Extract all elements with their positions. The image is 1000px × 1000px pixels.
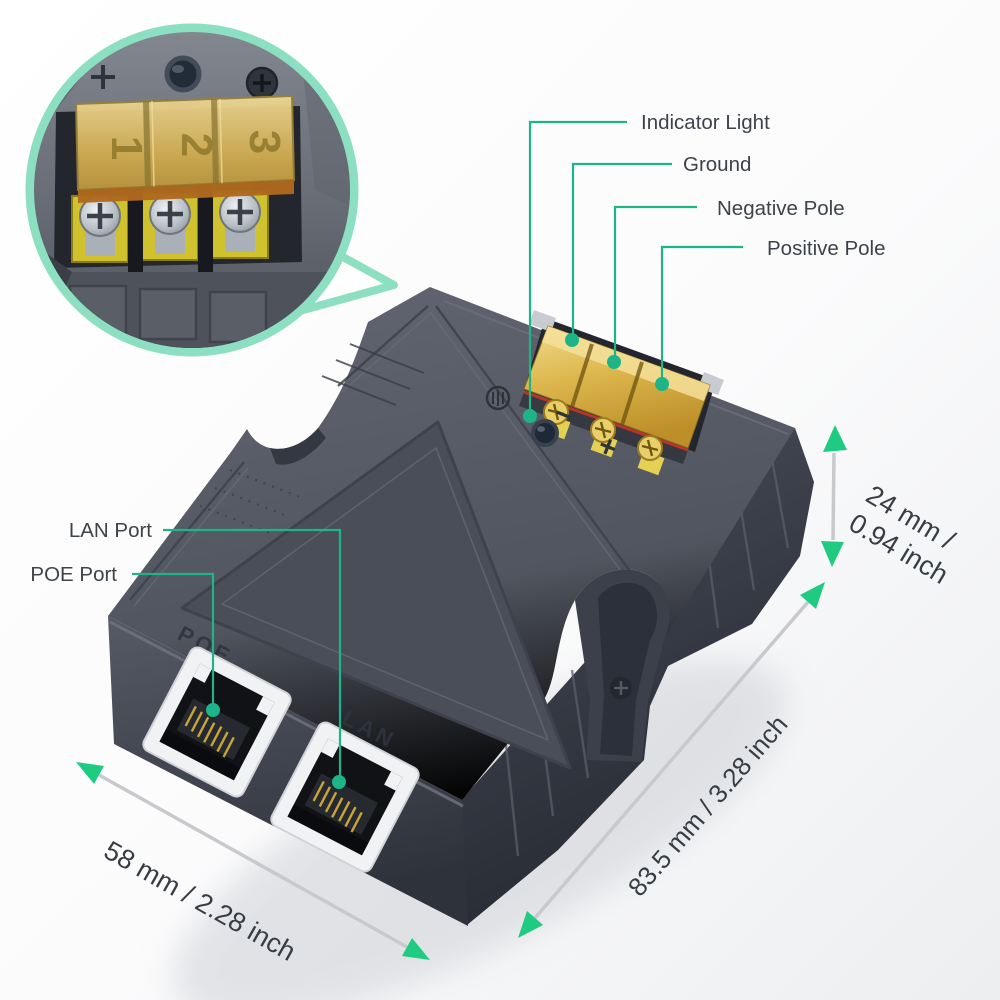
inset-plus-mark-shape xyxy=(91,65,115,89)
dot-ground xyxy=(565,333,579,347)
label-ground: Ground xyxy=(683,153,751,176)
se-cable-notch xyxy=(575,569,670,762)
height-arrow-up xyxy=(823,425,847,452)
length-arrow-lower xyxy=(518,911,543,938)
dot-indicator-light xyxy=(523,409,537,423)
length-arrow-upper xyxy=(800,582,825,609)
width-arrow-lower xyxy=(402,938,430,960)
inset-phillips-screw xyxy=(245,66,279,100)
inset-indicator-light xyxy=(164,55,202,93)
width-arrow-upper xyxy=(76,762,104,784)
leader-ground xyxy=(571,162,672,338)
label-poe-port: POE Port xyxy=(30,563,117,586)
inset-terminal-number-2: 2 xyxy=(172,133,221,157)
callout-labels: Indicator Light Ground Negative Pole Pos… xyxy=(30,111,885,586)
inset-terminal-number-1: 1 xyxy=(102,136,151,160)
dot-negative-pole xyxy=(607,355,621,369)
dot-positive-pole xyxy=(655,377,669,391)
label-positive-pole: Positive Pole xyxy=(767,237,886,260)
terminal-screws xyxy=(543,399,665,476)
indicator-light xyxy=(531,419,559,447)
leader-lines xyxy=(132,120,743,779)
terminal-block xyxy=(519,310,724,476)
ground-screw-symbol xyxy=(485,385,511,411)
top-plateau xyxy=(180,420,572,770)
v-groove-highlight xyxy=(133,311,644,607)
height-dim-line xyxy=(831,452,836,541)
width-dim-line xyxy=(98,773,408,949)
leader-negative-pole xyxy=(613,205,697,360)
leader-indicator-light xyxy=(528,120,627,414)
leader-poe-port xyxy=(132,572,215,707)
inset-copper-strip xyxy=(78,180,294,203)
leader-dots xyxy=(206,333,669,789)
label-lan-port: LAN Port xyxy=(69,519,152,542)
device-body: POE LAN xyxy=(108,287,814,926)
length-dim-line xyxy=(533,600,810,920)
label-indicator-light: Indicator Light xyxy=(641,111,770,134)
leader-lan-port xyxy=(163,528,342,779)
dot-poe-port xyxy=(206,703,220,717)
height-arrow-down xyxy=(821,541,844,567)
label-negative-pole: Negative Pole xyxy=(717,197,845,220)
inset-gold-cover: 1 2 3 xyxy=(74,94,296,203)
dot-lan-port xyxy=(332,775,346,789)
leader-positive-pole xyxy=(660,245,743,382)
inset-terminal-number-3: 3 xyxy=(240,130,289,154)
inset-screw-terminals xyxy=(71,184,269,286)
hatch-stripes xyxy=(199,343,425,534)
nw-notch-shadow xyxy=(270,428,326,465)
top-plateau-inner xyxy=(221,447,549,741)
